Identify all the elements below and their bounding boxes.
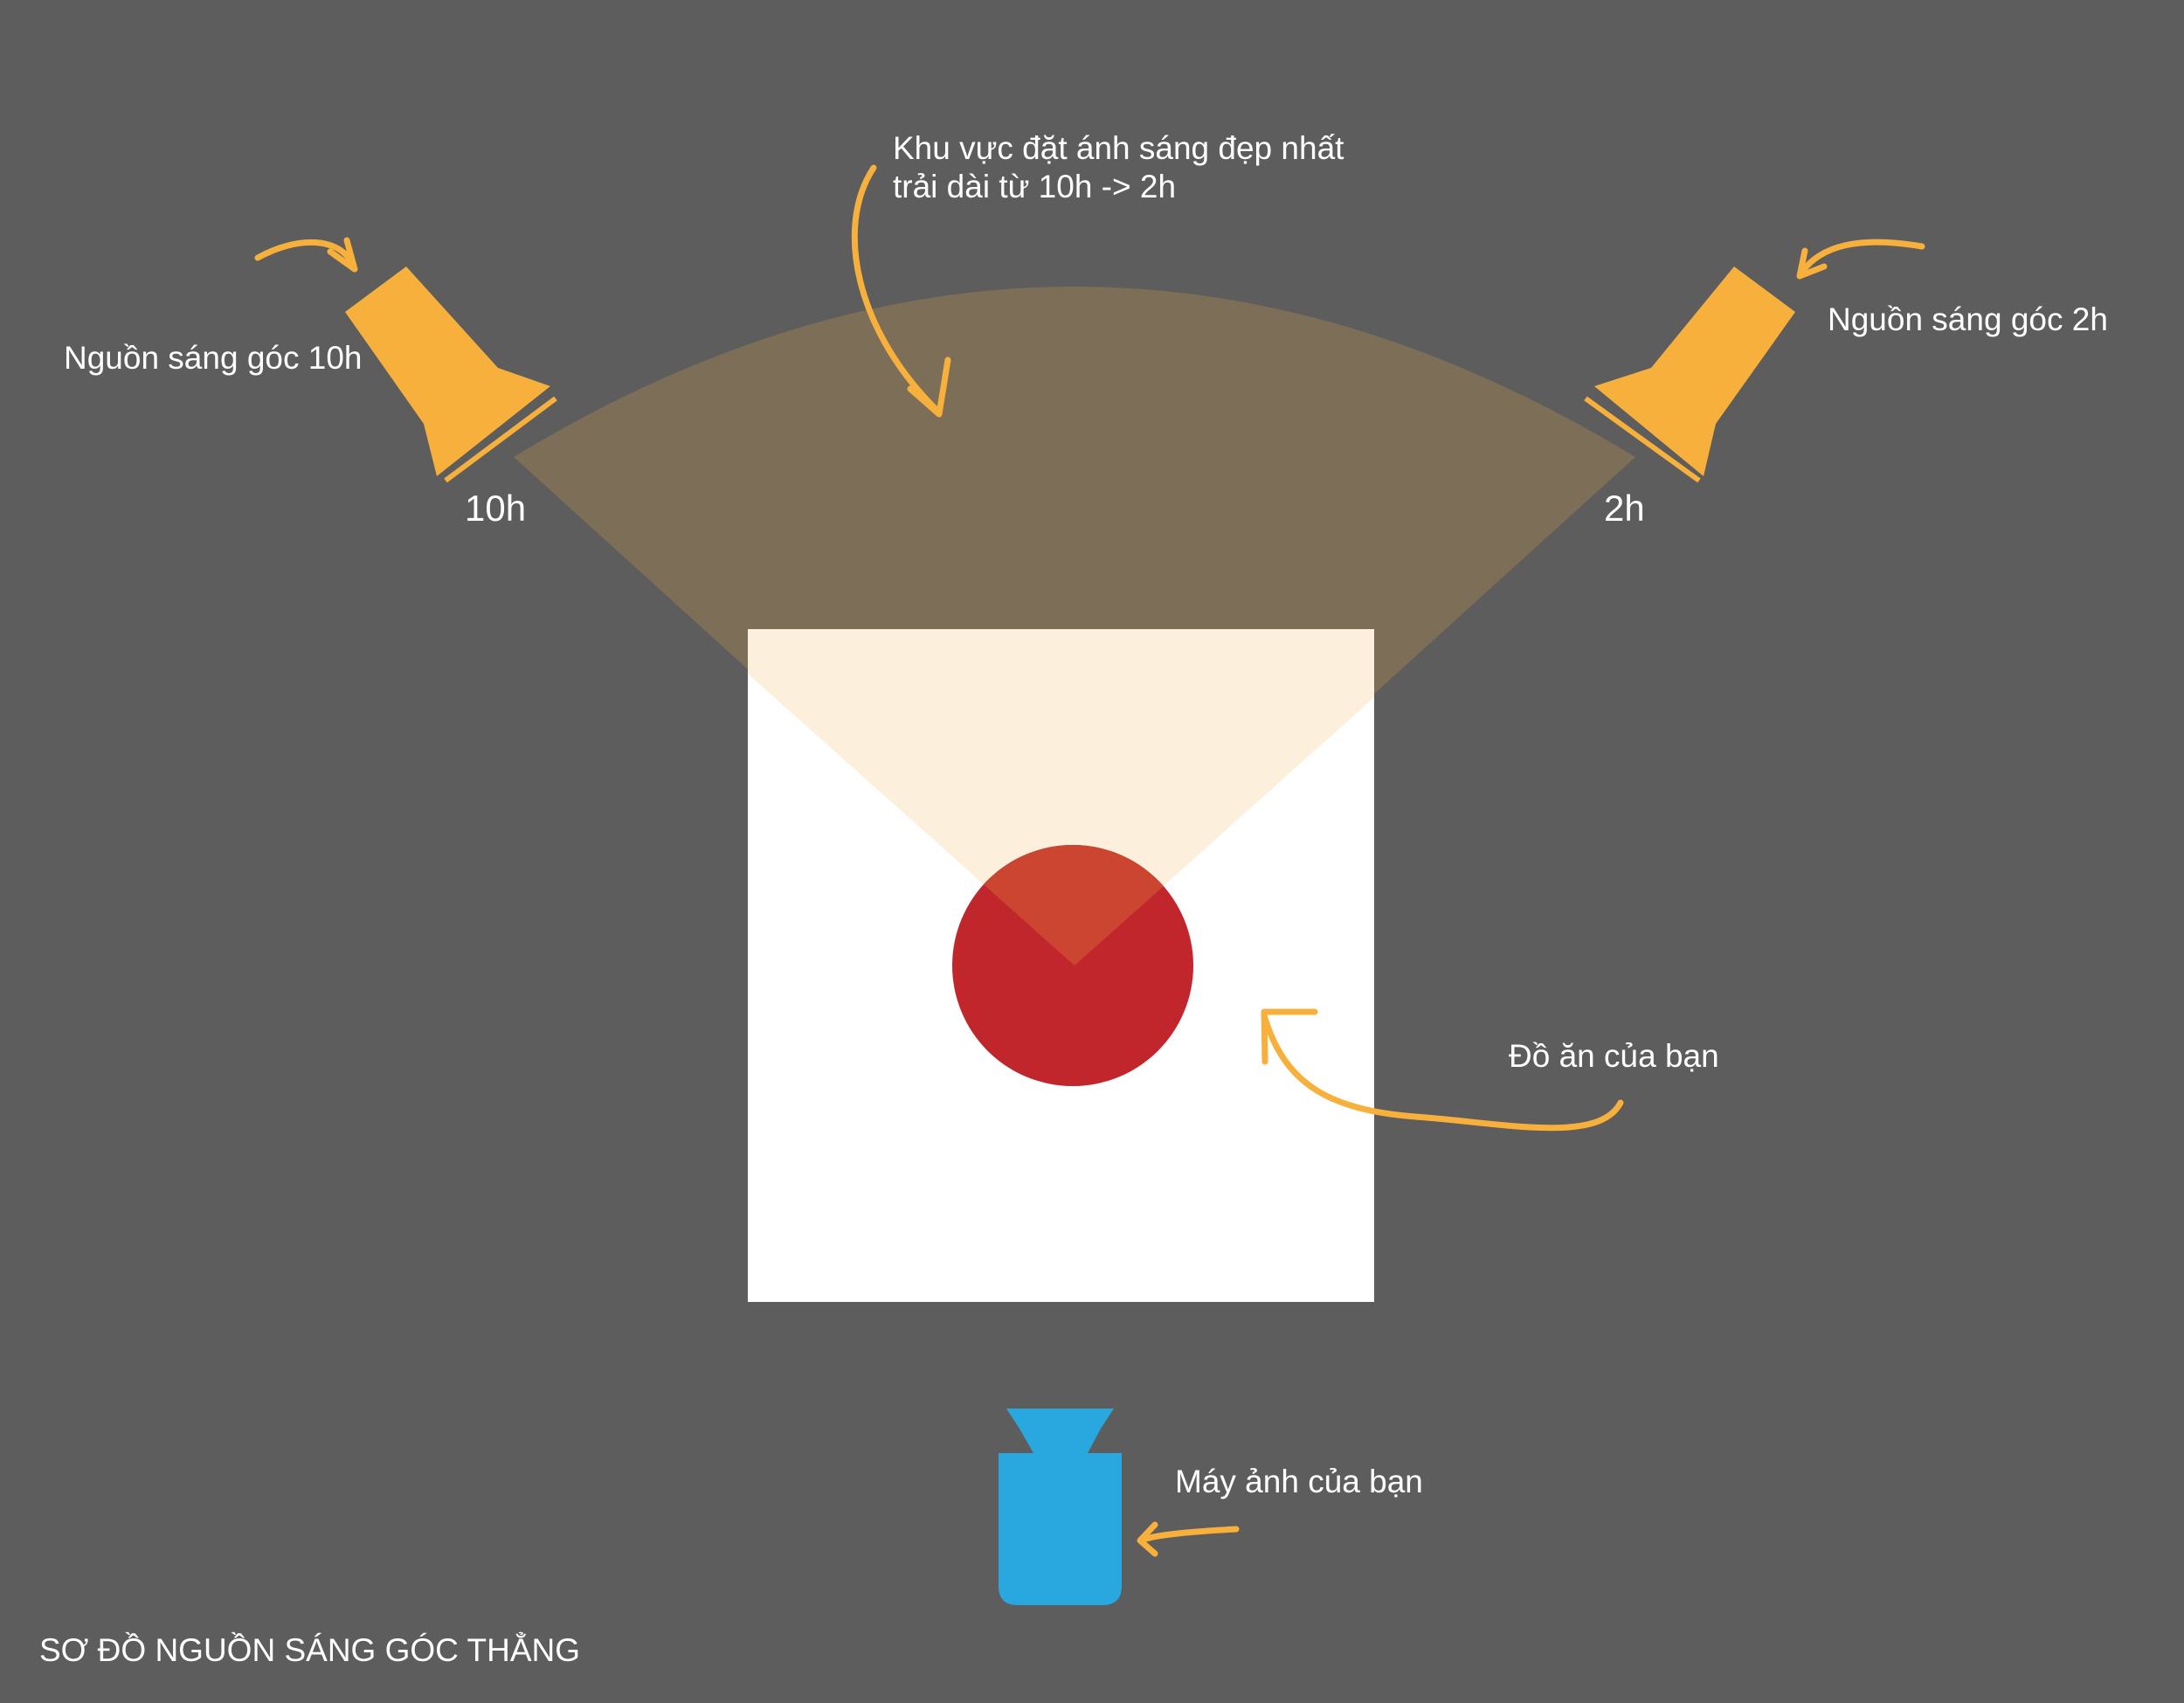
curved-arrow-icon	[1796, 239, 1925, 280]
curved-arrow-icon	[254, 237, 358, 273]
clock-10h-label: 10h	[465, 488, 527, 529]
light-zone-area	[514, 287, 1635, 966]
camera-icon	[999, 1409, 1122, 1605]
camera-label: Máy ảnh của bạn	[1175, 1464, 1423, 1499]
clock-2h-label: 2h	[1604, 488, 1645, 529]
light-zone-label-line1: Khu vực đặt ánh sáng đẹp nhất	[893, 130, 1344, 166]
light-beam-on-table	[748, 629, 1374, 966]
curved-arrow-icon	[851, 164, 951, 418]
food-lit-area	[952, 845, 1193, 966]
diagram-caption: SƠ ĐỒ NGUỒN SÁNG GÓC THẲNG	[39, 1632, 580, 1668]
light-zone-label-line2: trải dài từ 10h -> 2h	[893, 169, 1177, 205]
spotlight-icon	[1584, 267, 1795, 483]
spotlight-icon	[345, 267, 557, 483]
light-zone-label: Khu vực đặt ánh sáng đẹp nhất trải dài t…	[893, 129, 1382, 207]
food-label: Đồ ăn của bạn	[1509, 1038, 1719, 1074]
curved-arrow-icon	[1137, 1521, 1240, 1557]
left-light-source-label: Nguồn sáng góc 10h	[64, 340, 363, 376]
right-light-source-label: Nguồn sáng góc 2h	[1828, 301, 2108, 337]
curved-arrow-icon	[1261, 1008, 1624, 1132]
